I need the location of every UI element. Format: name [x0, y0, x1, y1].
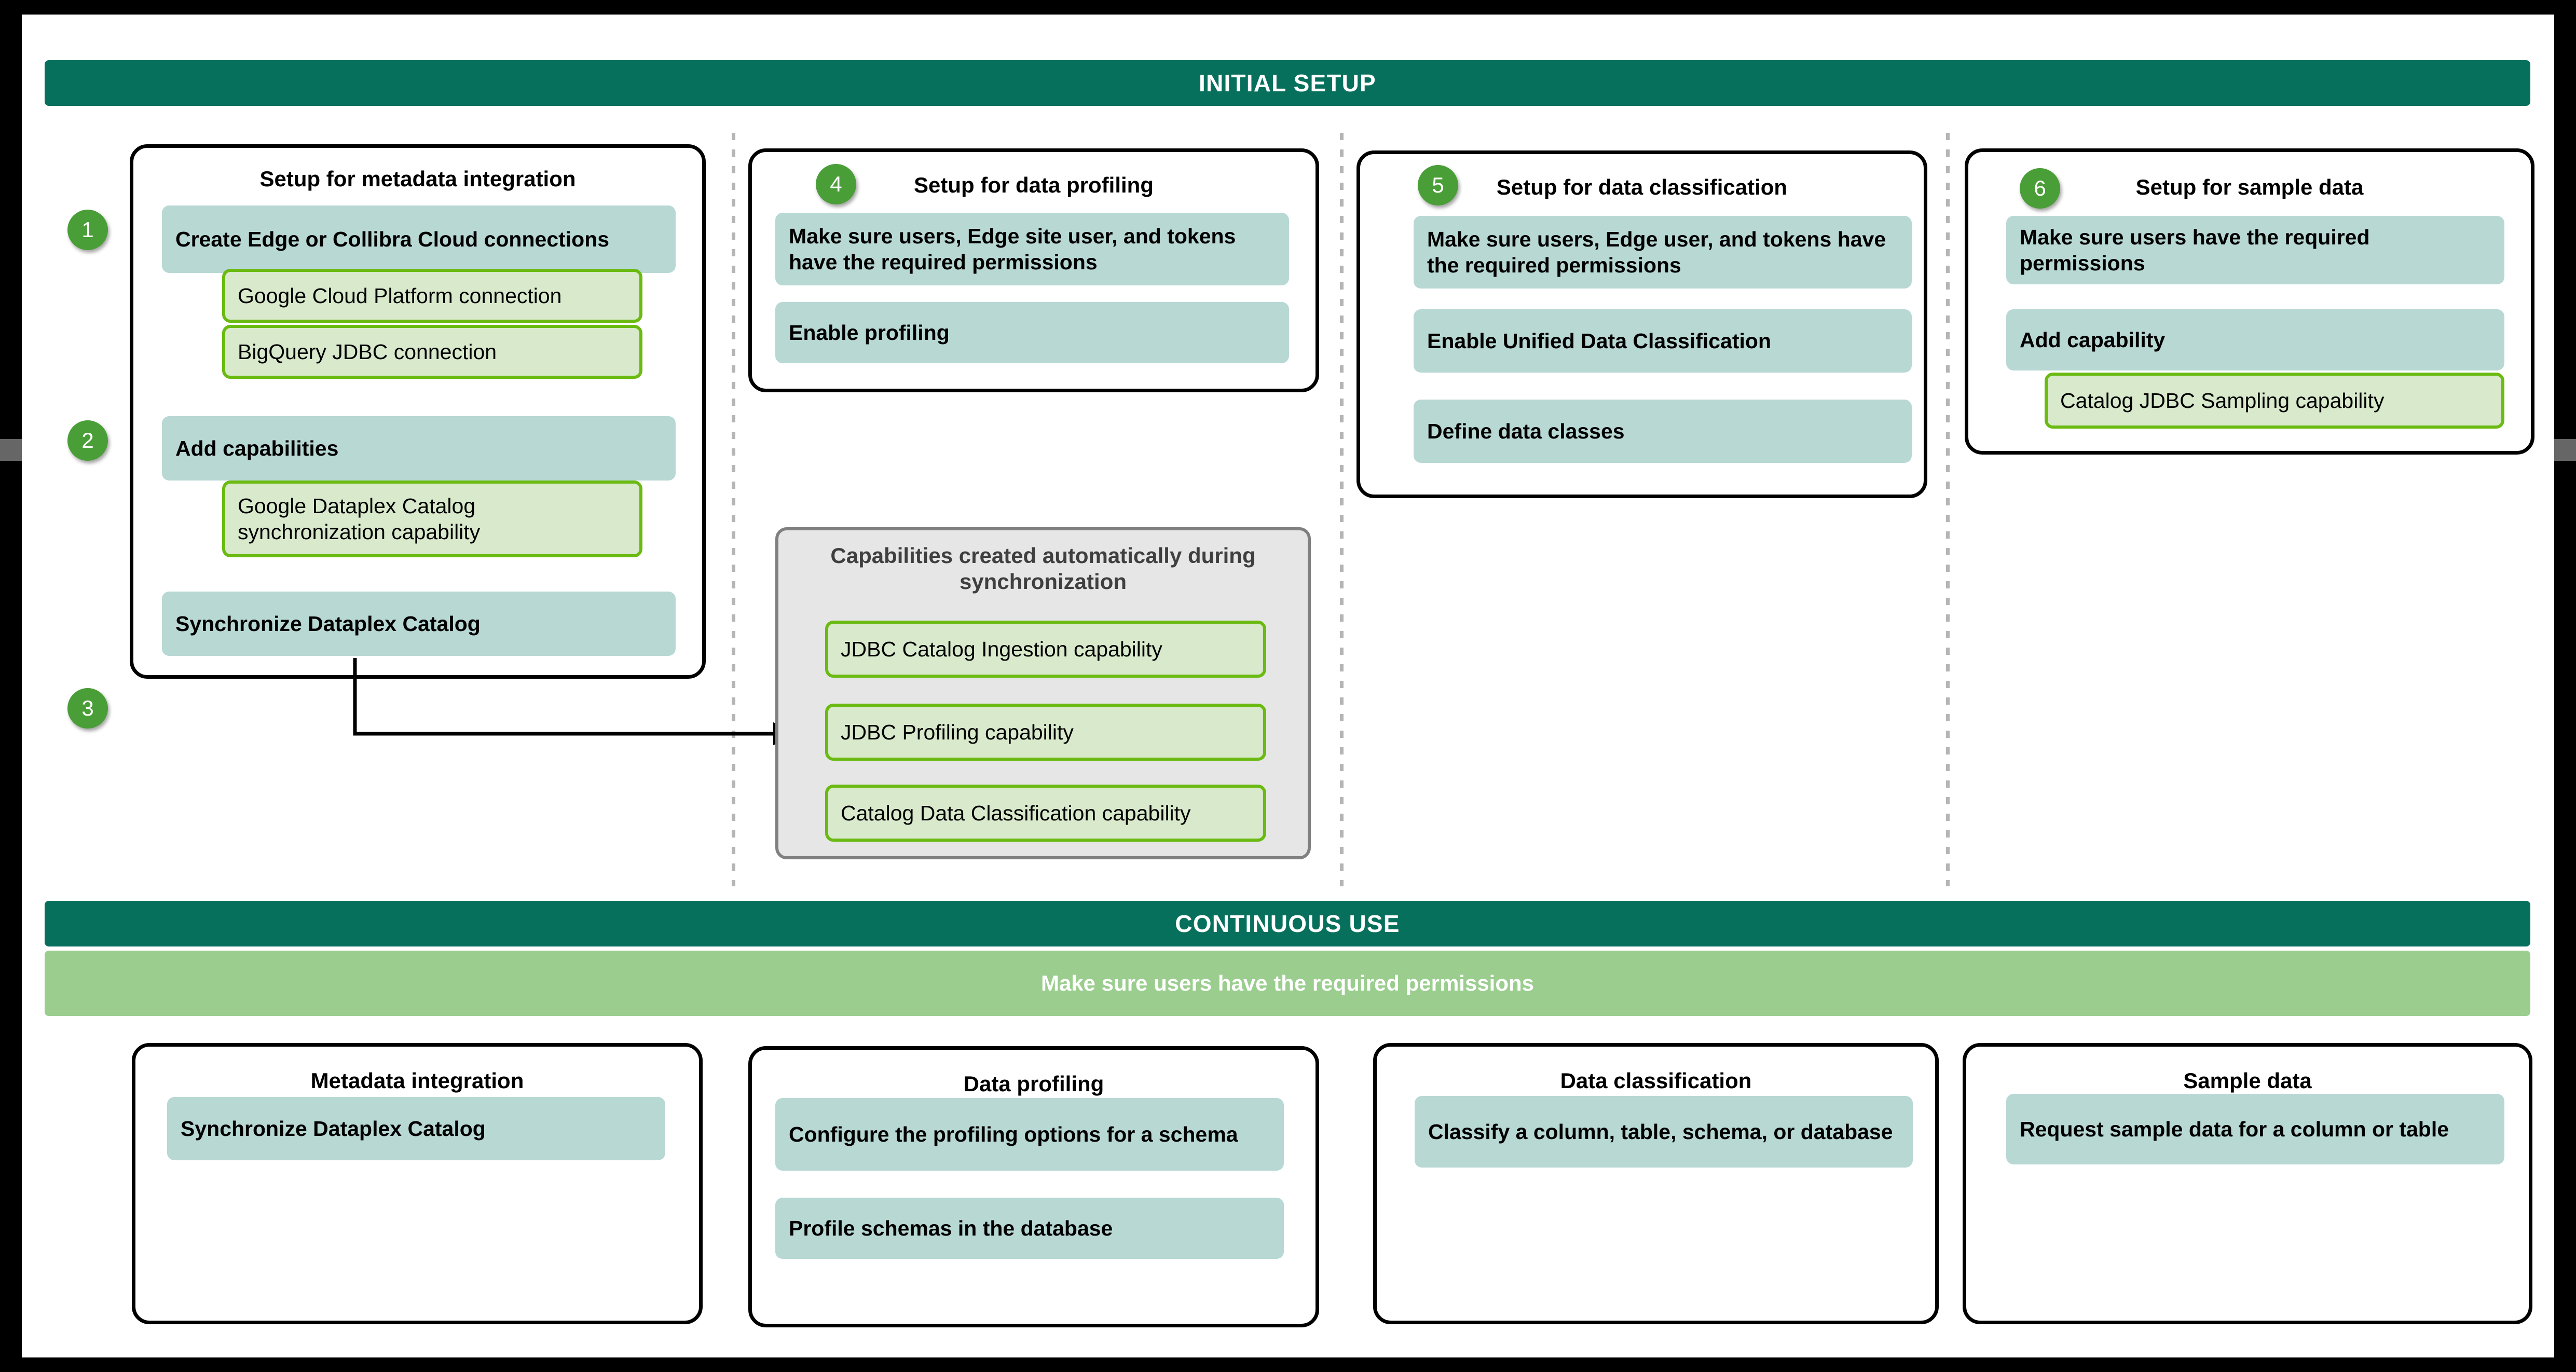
panel-title-setup-data-classification: Setup for data classification — [1496, 175, 1788, 199]
panel-title-setup-sample-data: Setup for sample data — [2135, 175, 2364, 199]
panel-data-classification: Data classification — [1373, 1043, 1939, 1324]
action-request-sample-data[interactable]: Request sample data for a column or tabl… — [2006, 1094, 2504, 1164]
capability-gcp-connection[interactable]: Google Cloud Platform connection — [222, 269, 642, 323]
action-add-capabilities[interactable]: Add capabilities — [162, 416, 676, 481]
action-enable-unified-data-classification[interactable]: Enable Unified Data Classification — [1414, 309, 1912, 373]
step-badge-4: 4 — [816, 164, 856, 204]
action-sample-data-permissions[interactable]: Make sure users have the required permis… — [2006, 216, 2504, 284]
diagram-canvas: INITIAL SETUP Setup for metadata integra… — [22, 15, 2554, 1357]
capability-jdbc-catalog-ingestion[interactable]: JDBC Catalog Ingestion capability — [825, 621, 1266, 678]
action-create-connections[interactable]: Create Edge or Collibra Cloud connection… — [162, 205, 676, 273]
action-synchronize-dataplex-catalog[interactable]: Synchronize Dataplex Catalog — [162, 592, 676, 656]
action-cu-synchronize-dataplex-catalog[interactable]: Synchronize Dataplex Catalog — [167, 1097, 665, 1160]
panel-title-metadata-integration: Metadata integration — [310, 1068, 524, 1093]
step-badge-1: 1 — [67, 210, 108, 250]
column-separator-3 — [1946, 133, 1950, 886]
panel-sample-data: Sample data — [1963, 1043, 2532, 1324]
action-profile-schemas[interactable]: Profile schemas in the database — [775, 1198, 1284, 1259]
step-badge-2: 2 — [67, 420, 108, 461]
continuous-use-banner: CONTINUOUS USE — [45, 901, 2530, 946]
capability-jdbc-profiling[interactable]: JDBC Profiling capability — [825, 704, 1266, 761]
column-separator-2 — [1340, 133, 1344, 886]
step-badge-6: 6 — [2020, 168, 2060, 209]
continuous-use-permissions-bar: Make sure users have the required permis… — [45, 951, 2530, 1016]
capability-bigquery-jdbc-connection[interactable]: BigQuery JDBC connection — [222, 325, 642, 379]
action-classification-permissions[interactable]: Make sure users, Edge user, and tokens h… — [1414, 216, 1912, 289]
step-badge-3: 3 — [67, 688, 108, 729]
right-scroll-marker[interactable] — [2554, 439, 2576, 461]
initial-setup-banner: INITIAL SETUP — [45, 60, 2530, 106]
connector-arrow — [353, 658, 800, 745]
panel-title-data-profiling: Data profiling — [963, 1072, 1104, 1096]
step-badge-5: 5 — [1418, 165, 1458, 205]
column-separator-1 — [732, 133, 735, 886]
panel-title-setup-metadata-integration: Setup for metadata integration — [259, 167, 576, 191]
capability-catalog-jdbc-sampling[interactable]: Catalog JDBC Sampling capability — [2045, 373, 2504, 429]
panel-title-sample-data: Sample data — [2183, 1068, 2312, 1093]
action-define-data-classes[interactable]: Define data classes — [1414, 400, 1912, 463]
capability-dataplex-sync[interactable]: Google Dataplex Catalog synchronization … — [222, 481, 642, 557]
panel-data-profiling: Data profiling — [748, 1046, 1319, 1327]
action-classify-column-table-schema[interactable]: Classify a column, table, schema, or dat… — [1415, 1096, 1913, 1168]
capability-catalog-data-classification[interactable]: Catalog Data Classification capability — [825, 785, 1266, 842]
left-scroll-marker[interactable] — [0, 439, 22, 461]
action-enable-profiling[interactable]: Enable profiling — [775, 302, 1289, 363]
panel-title-data-classification: Data classification — [1560, 1068, 1752, 1093]
panel-metadata-integration: Metadata integration — [132, 1043, 703, 1324]
action-configure-profiling-options[interactable]: Configure the profiling options for a sc… — [775, 1098, 1284, 1171]
action-add-capability[interactable]: Add capability — [2006, 309, 2504, 371]
action-profiling-permissions[interactable]: Make sure users, Edge site user, and tok… — [775, 213, 1289, 285]
panel-title-setup-data-profiling: Setup for data profiling — [914, 173, 1154, 197]
panel-title-auto-capabilities: Capabilities created automatically durin… — [830, 543, 1256, 594]
